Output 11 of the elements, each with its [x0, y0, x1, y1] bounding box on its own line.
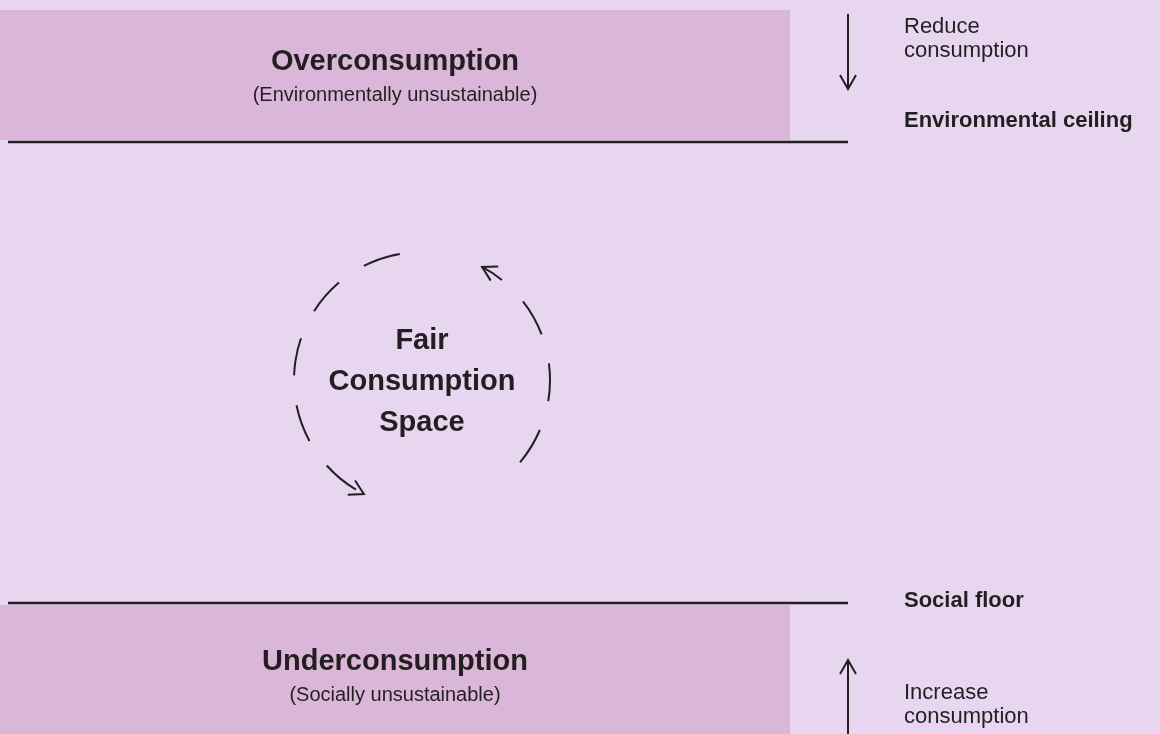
underconsumption-band: [0, 605, 790, 734]
limit-label: Social floor: [904, 588, 1025, 612]
direction-label: Reduce consumption: [904, 14, 1030, 62]
band-heading: Underconsumption: [262, 644, 528, 677]
overconsumption-band: [0, 10, 790, 140]
band-heading: Overconsumption: [270, 44, 520, 77]
limit-label: Environmental ceiling: [904, 108, 1134, 132]
band-subtitle: (Environmentally unsustainable): [252, 83, 538, 106]
band-subtitle: (Socially unsustainable): [289, 683, 501, 706]
circle-label: Fair Consumption Space: [327, 321, 517, 439]
direction-label: Increase consumption: [904, 680, 1030, 728]
